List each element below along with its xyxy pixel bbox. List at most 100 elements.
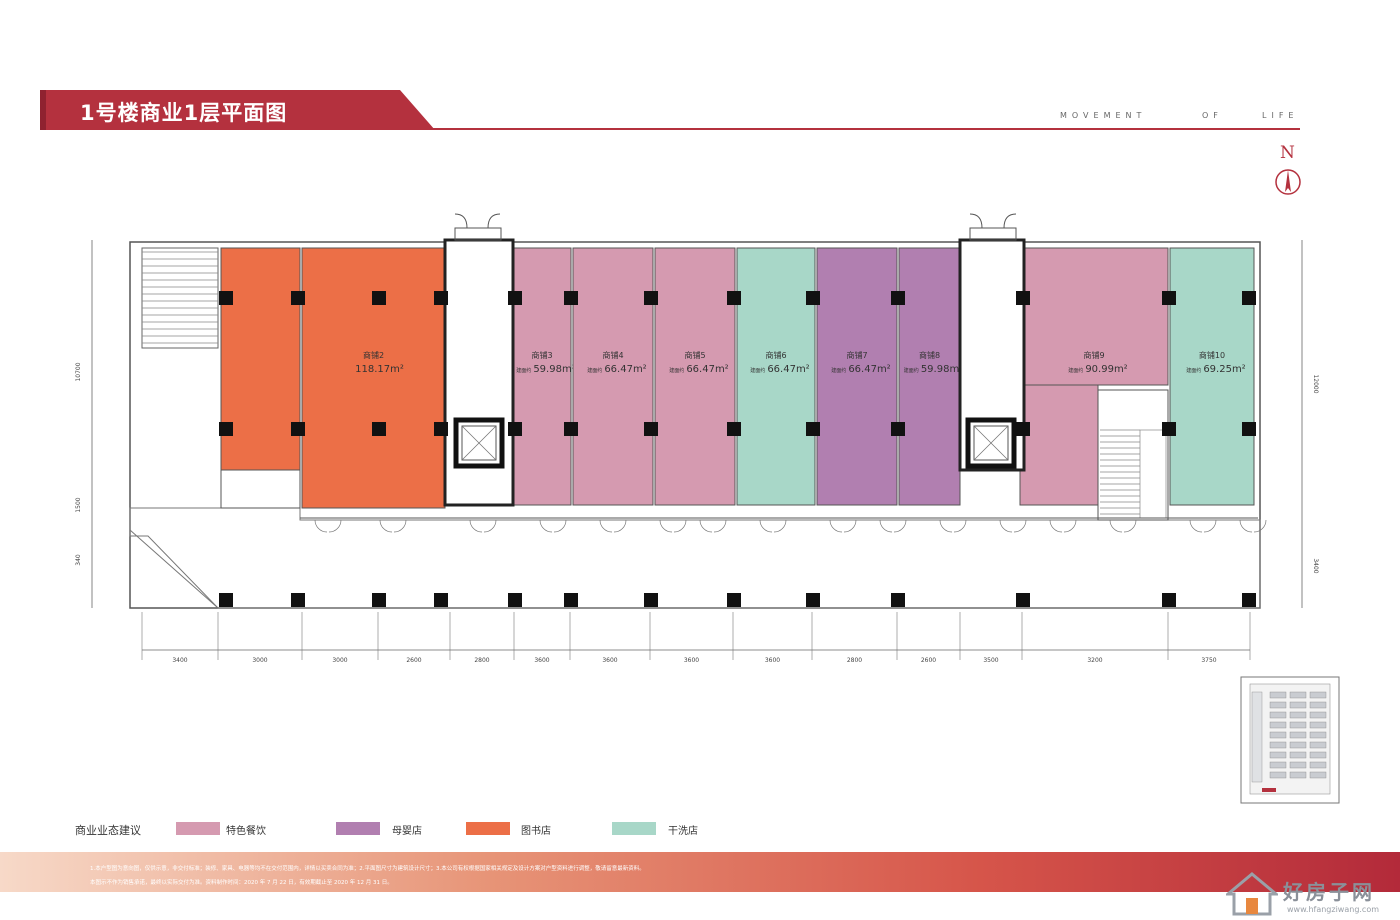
dimension-label: 3600 xyxy=(765,657,780,664)
shop-1-entry xyxy=(220,469,301,509)
dimension-label: 3200 xyxy=(1087,657,1102,664)
column xyxy=(434,291,448,305)
shop-name: 商铺9 xyxy=(1083,350,1104,360)
shop-area xyxy=(512,247,572,506)
dimension-label: 2600 xyxy=(406,657,421,664)
column xyxy=(291,291,305,305)
column xyxy=(1016,422,1030,436)
left-dim-2: 1500 xyxy=(75,497,82,512)
door xyxy=(539,519,567,533)
shop-name: 商铺5 xyxy=(684,350,705,360)
column xyxy=(508,291,522,305)
dimension-label: 3400 xyxy=(172,657,187,664)
door xyxy=(999,519,1027,533)
doors-layer xyxy=(300,517,1267,533)
house-logo-icon xyxy=(1226,872,1278,916)
left-stair xyxy=(141,247,219,349)
shop-area-text: 118.17m² xyxy=(355,364,404,375)
door xyxy=(379,519,407,533)
dimension-label: 3750 xyxy=(1201,657,1216,664)
left-dim-1: 10700 xyxy=(75,362,82,381)
column xyxy=(1242,422,1256,436)
column xyxy=(1162,422,1176,436)
legend-title: 商业业态建议 xyxy=(75,824,141,837)
door xyxy=(759,519,787,533)
footer-band xyxy=(0,852,1400,892)
door xyxy=(829,519,857,533)
column xyxy=(644,291,658,305)
dimension-label: 2800 xyxy=(847,657,862,664)
column xyxy=(291,593,305,607)
shop-name: 商铺10 xyxy=(1199,350,1225,360)
north-arrow-icon xyxy=(1275,169,1301,195)
column xyxy=(219,593,233,607)
shop-name: 商铺2 xyxy=(363,350,384,360)
column xyxy=(891,291,905,305)
dimension-label: 3600 xyxy=(602,657,617,664)
shop-area xyxy=(1019,247,1169,386)
dimension-label: 3000 xyxy=(332,657,347,664)
core-1 xyxy=(443,213,515,507)
shop-name: 商铺8 xyxy=(919,350,940,360)
dimension-label: 3600 xyxy=(534,657,549,664)
dimension-label: 3000 xyxy=(252,657,267,664)
watermark-url: www.hfangziwang.com xyxy=(1287,905,1380,914)
door xyxy=(469,519,497,533)
column xyxy=(508,422,522,436)
door xyxy=(659,519,687,533)
column xyxy=(508,593,522,607)
column xyxy=(727,593,741,607)
legend-label-maternity: 母婴店 xyxy=(392,826,422,837)
page-title: 1号楼商业1层平面图 xyxy=(80,101,288,125)
shop-9-lower xyxy=(1019,384,1099,506)
column xyxy=(291,422,305,436)
column xyxy=(1016,593,1030,607)
legend-swatch-dining xyxy=(176,822,220,835)
shop-name: 商铺6 xyxy=(765,350,786,360)
tagline-word-2: OF xyxy=(1202,111,1223,120)
shop-area xyxy=(816,247,898,506)
shop-name: 商铺7 xyxy=(846,350,867,360)
dimension-label: 3600 xyxy=(684,657,699,664)
column xyxy=(1242,291,1256,305)
left-dim-3: 340 xyxy=(75,554,82,566)
shop-area xyxy=(654,247,736,506)
column xyxy=(564,422,578,436)
column xyxy=(564,593,578,607)
right-dim-2: 3400 xyxy=(1312,558,1319,573)
door xyxy=(879,519,907,533)
dimension-label: 2600 xyxy=(921,657,936,664)
door xyxy=(1109,519,1137,533)
shop-area xyxy=(220,247,301,471)
shop-name: 商铺3 xyxy=(531,350,552,360)
column xyxy=(1016,291,1030,305)
column xyxy=(372,593,386,607)
right-dim-1: 12000 xyxy=(1312,374,1319,393)
column xyxy=(644,593,658,607)
column xyxy=(644,422,658,436)
column xyxy=(219,291,233,305)
column xyxy=(1162,291,1176,305)
watermark-text: 好房子网 xyxy=(1283,880,1375,904)
door xyxy=(699,519,727,533)
column xyxy=(219,422,233,436)
columns-layer xyxy=(219,291,1256,607)
dimension-label: 3500 xyxy=(983,657,998,664)
column xyxy=(891,593,905,607)
column xyxy=(806,422,820,436)
column xyxy=(1242,593,1256,607)
